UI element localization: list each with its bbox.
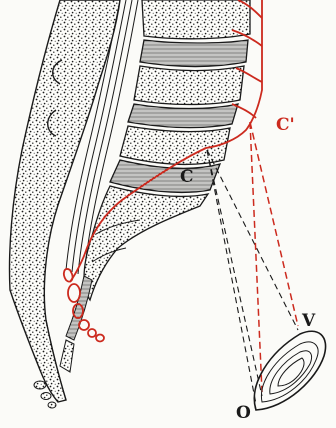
label-v: V xyxy=(301,311,316,331)
label-o: O xyxy=(236,403,251,423)
label-c: C xyxy=(180,167,194,187)
dashed-lines-red xyxy=(250,122,298,392)
label-c-prime: C' xyxy=(276,115,295,135)
oval-object xyxy=(254,331,325,410)
